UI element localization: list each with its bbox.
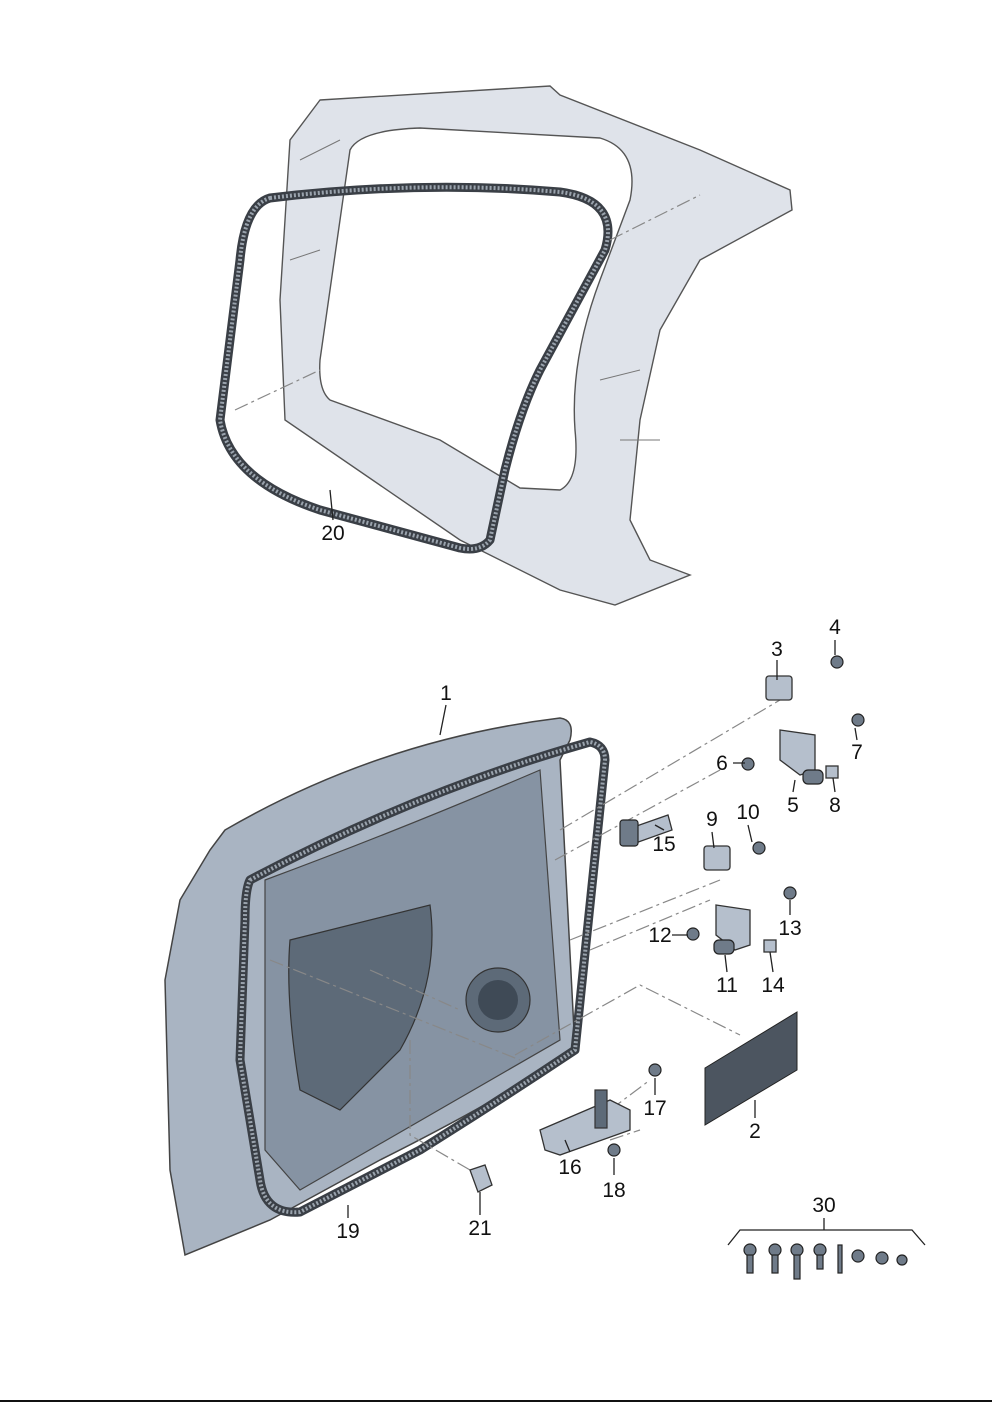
label-20: 20 <box>321 522 344 545</box>
door-check-strap <box>539 1089 631 1156</box>
label-11: 11 <box>716 974 738 997</box>
label-1: 1 <box>440 682 452 705</box>
leader-lines <box>329 489 858 1218</box>
body-side-panel <box>279 85 793 606</box>
door-seal <box>235 737 610 1217</box>
label-13: 13 <box>778 917 801 940</box>
label-5: 5 <box>787 794 799 817</box>
label-10: 10 <box>736 801 759 824</box>
label-3: 3 <box>771 638 783 661</box>
label-12: 12 <box>648 924 671 947</box>
label-16: 16 <box>558 1156 581 1179</box>
clip <box>469 1164 493 1193</box>
hinge-lower <box>703 845 777 955</box>
label-19: 19 <box>336 1220 359 1243</box>
sound-insulation-pad <box>704 1011 798 1126</box>
label-30: 30 <box>812 1194 835 1217</box>
label-7: 7 <box>851 741 863 764</box>
bolts <box>607 655 865 1157</box>
label-18: 18 <box>602 1179 625 1202</box>
hinge-upper <box>765 675 839 785</box>
label-4: 4 <box>829 616 841 639</box>
buffer-spring <box>619 814 673 847</box>
label-6: 6 <box>716 752 728 775</box>
label-2: 2 <box>749 1120 761 1143</box>
label-9: 9 <box>706 808 718 831</box>
fastener-kit <box>727 1218 926 1280</box>
label-15: 15 <box>652 833 675 856</box>
label-14: 14 <box>761 974 785 997</box>
door-shell <box>164 717 576 1257</box>
label-17: 17 <box>643 1097 666 1120</box>
label-8: 8 <box>829 794 841 817</box>
part-labels: 20 1 3 4 7 6 5 8 9 10 15 13 12 11 14 17 … <box>321 522 863 1243</box>
label-21: 21 <box>468 1217 491 1240</box>
door-seal-opening <box>215 182 613 554</box>
